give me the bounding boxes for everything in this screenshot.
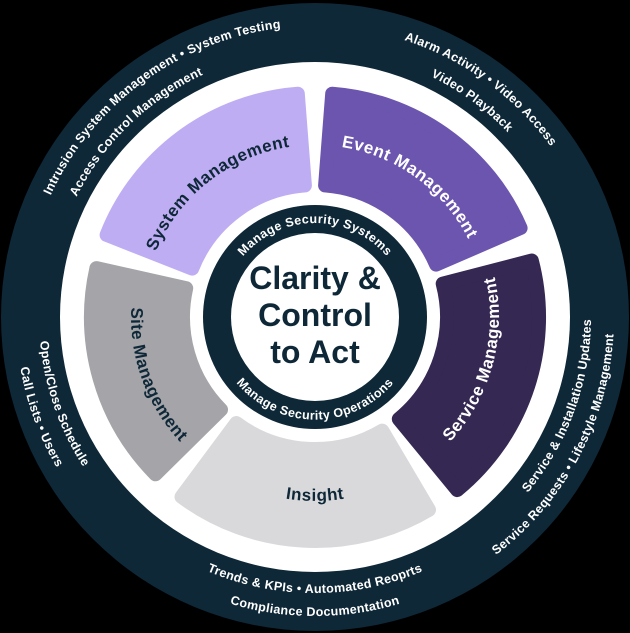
segment-system-management — [99, 86, 312, 276]
segment-event-management — [318, 86, 528, 272]
center-title-line-3: to Act — [270, 334, 360, 370]
segment-service-management — [391, 253, 547, 498]
center-title-line-1: Clarity & — [249, 260, 381, 296]
center-white-circle — [231, 233, 399, 401]
segment-insight — [174, 416, 436, 548]
center-title-line-2: Control — [258, 297, 372, 333]
segment-site-management — [83, 261, 228, 482]
segment-label-insight: Insight — [285, 484, 345, 505]
